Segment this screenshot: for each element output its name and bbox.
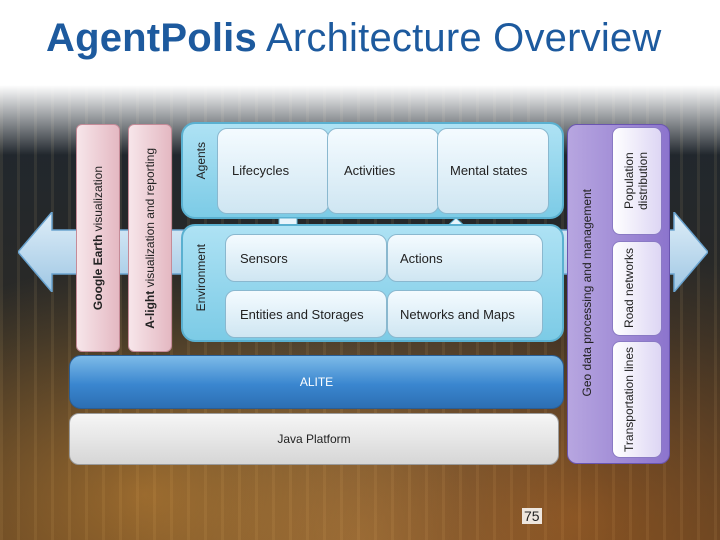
networks-maps-box: Networks and Maps <box>387 290 543 338</box>
page-number: 75 <box>522 508 542 524</box>
actions-box: Actions <box>387 234 543 282</box>
google-rest: visualization <box>91 165 105 232</box>
road-networks-box: Road networks <box>612 241 662 336</box>
google-earth-visualization-bar: Google Earth visualization <box>76 124 120 352</box>
alite-layer: ALITE <box>69 355 564 409</box>
alight-strong: A-light <box>143 290 157 329</box>
google-strong: Google Earth <box>91 234 105 311</box>
geo-data-label: Geo data processing and management <box>580 189 594 397</box>
entities-storages-box: Entities and Storages <box>225 290 387 338</box>
java-platform-layer: Java Platform <box>69 413 559 465</box>
alight-rest: visualization and reporting <box>143 147 157 288</box>
title-rest: Architecture Overview <box>266 16 662 60</box>
alight-visualization-bar: A-light visualization and reporting <box>128 124 172 352</box>
transportation-lines-box: Transportation lines <box>612 341 662 458</box>
lifecycles-box: Lifecycles <box>217 128 329 214</box>
title-bold: AgentPolis <box>46 16 257 60</box>
page-title: AgentPolis Architecture Overview <box>46 16 661 61</box>
activities-box: Activities <box>327 128 439 214</box>
sensors-box: Sensors <box>225 234 387 282</box>
population-distribution-box: Population distribution <box>612 127 662 235</box>
mental-states-box: Mental states <box>437 128 549 214</box>
environment-label: Environment <box>194 244 208 312</box>
agents-label: Agents <box>194 142 208 180</box>
